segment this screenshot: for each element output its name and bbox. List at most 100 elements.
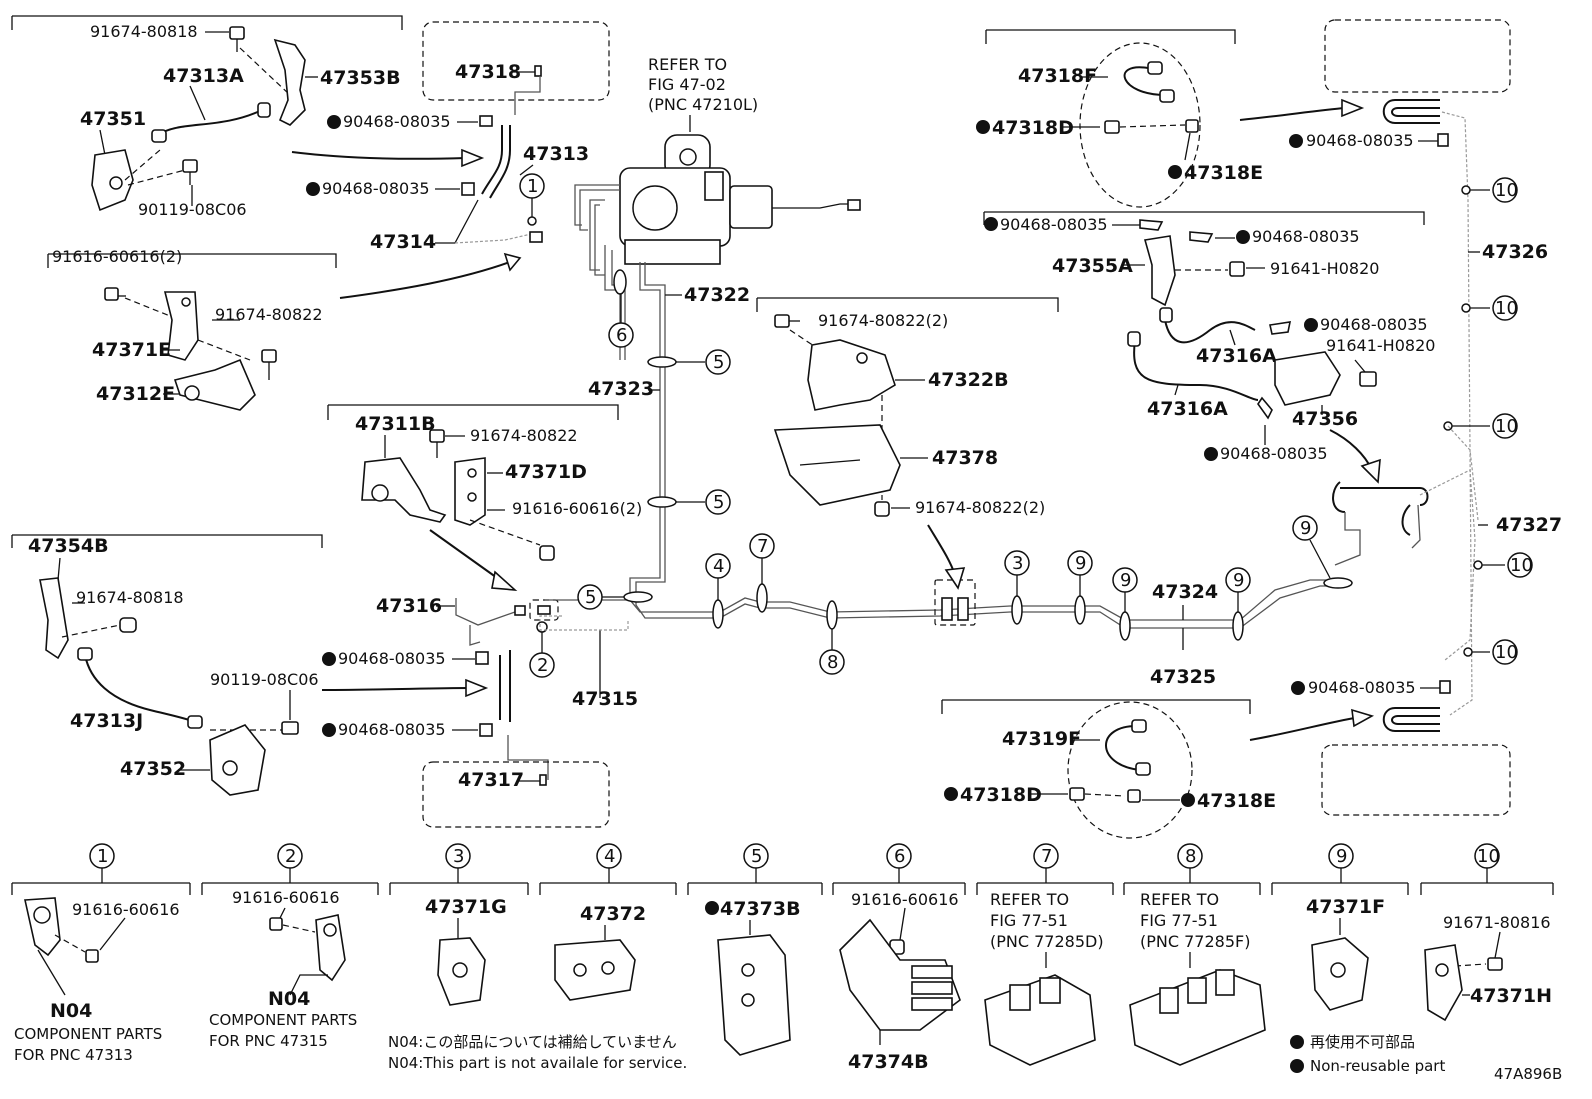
valve-47352-icon	[209, 724, 266, 796]
callout-circle-5-b-label: 5	[713, 492, 724, 513]
label-47316A-a: 47316A	[1196, 345, 1277, 367]
callout-circle-10-a	[1492, 177, 1518, 203]
bolt-icon	[261, 349, 277, 380]
label-90468-d: 90468-08035	[338, 720, 446, 739]
bolt-icon	[874, 501, 890, 517]
callout-circle-10-c-label: 10	[1495, 416, 1518, 437]
callout-circle-8-label: 8	[827, 652, 838, 673]
label-47312E: 47312E	[96, 383, 175, 405]
callout-circle-10-b	[1492, 295, 1518, 321]
clip-icon	[1269, 321, 1292, 335]
clip-icon	[461, 182, 475, 196]
k1-part: 91616-60616	[72, 900, 180, 919]
clamp-47373B-icon	[717, 934, 791, 1056]
note-nonreuse-jp: 再使用不可部品	[1310, 1033, 1415, 1051]
clip-icon	[1437, 133, 1449, 147]
callout-circle-4	[705, 553, 731, 579]
bolt-icon	[182, 159, 198, 185]
group-47319F: 90468-08035 47319F 47318D 47318E	[941, 678, 1511, 839]
label-47354B: 47354B	[28, 535, 109, 557]
callout-circle-1-label: 1	[527, 176, 538, 197]
k6-part2: 47374B	[848, 1051, 929, 1073]
clip-icon	[1257, 396, 1273, 420]
label-47317: 47317	[458, 769, 524, 791]
bracket-47353B-icon	[273, 38, 306, 126]
k6-part1: 91616-60616	[851, 890, 959, 909]
label-47315: 47315	[572, 688, 638, 710]
nonreusable-dot-icon	[1290, 1035, 1304, 1049]
callout-circle-10-a-label: 10	[1495, 180, 1518, 201]
label-90468-g: 90468-08035	[1252, 227, 1360, 246]
callout-circle-4-label: 4	[713, 556, 724, 577]
clip-47313-component-icon	[24, 897, 61, 957]
label-47323: 47323	[588, 378, 654, 400]
clamp-47372-icon	[554, 939, 636, 1001]
clip-icon	[1127, 789, 1141, 803]
bolt-icon	[269, 917, 283, 931]
refer-line-1: REFER TO	[648, 55, 727, 74]
callout-circle-9-d-label: 9	[1300, 518, 1311, 539]
label-91674-80822-a: 91674-80822	[215, 305, 323, 324]
callout-circle-5-a	[705, 349, 731, 375]
k2-desc1: COMPONENT PARTS	[209, 1011, 357, 1029]
bolt-icon	[1359, 371, 1377, 387]
label-47352: 47352	[120, 758, 186, 780]
label-47318E-b: 47318E	[1197, 790, 1276, 812]
k2-desc2: FOR PNC 47315	[209, 1032, 328, 1050]
k9-part: 47371F	[1306, 896, 1385, 918]
group-main-pipe: 5 4 7 8 3 9 9 47324 47325 9	[539, 515, 1353, 688]
hose-47316A-icon	[1127, 307, 1259, 401]
bracket-47371E-icon	[163, 291, 199, 361]
refer-line-3: (PNC 47210L)	[648, 95, 758, 114]
note-nonreuse-en: Non-reusable part	[1310, 1057, 1445, 1075]
label-47325: 47325	[1150, 666, 1216, 688]
label-47318: 47318	[455, 61, 521, 83]
bolt-icon	[104, 287, 126, 301]
label-90119-08C06-a: 90119-08C06	[138, 200, 247, 219]
footer-notes: N04:この部品については補給していません N04:This part is n…	[388, 1033, 1562, 1083]
label-90468-e: 90468-08035	[1306, 131, 1414, 150]
label-47318D-a: 47318D	[992, 117, 1074, 139]
k1-desc1: COMPONENT PARTS	[14, 1025, 162, 1043]
callout-circle-9-b	[1112, 567, 1138, 593]
abs-actuator-icon	[619, 134, 861, 265]
clip-icon	[1189, 231, 1214, 243]
legend-circle-5-label: 5	[751, 846, 762, 867]
label-47371E: 47371E	[92, 339, 171, 361]
label-90468-f: 90468-08035	[1000, 215, 1108, 234]
diagram-code: 47A896B	[1494, 1065, 1562, 1083]
label-90468-j: 90468-08035	[1308, 678, 1416, 697]
callout-circle-10-c	[1492, 413, 1518, 439]
callout-circle-9-d	[1292, 515, 1318, 541]
label-47353B: 47353B	[320, 67, 401, 89]
bolt-icon	[1487, 957, 1503, 971]
callout-circle-9-a-label: 9	[1075, 553, 1086, 574]
bracket-47354B-icon	[39, 577, 69, 660]
label-91674-80822-b: 91674-80822	[470, 426, 578, 445]
clamp-77285F-icon	[1129, 969, 1266, 1066]
arrow-icon	[1360, 458, 1381, 484]
label-91674-80822-2-b: 91674-80822(2)	[915, 498, 1045, 517]
bolt-icon	[539, 545, 555, 561]
label-47316A-b: 47316A	[1147, 398, 1228, 420]
clip-47315-component-icon	[315, 914, 346, 982]
group-47318F: 47318F 47318D 47318E 90468-08035 10 4732…	[976, 19, 1548, 716]
group-47316: 47316 2 90468-08035 90468-08035 47317 47…	[322, 595, 638, 828]
label-47327: 47327	[1496, 514, 1562, 536]
label-47371D: 47371D	[505, 461, 587, 483]
label-90119-08C06-b: 90119-08C06	[210, 670, 319, 689]
bolt-icon	[229, 26, 245, 52]
callout-circle-5-b	[705, 489, 731, 515]
callout-circle-3-label: 3	[1012, 553, 1023, 574]
bolt-icon	[1069, 787, 1085, 801]
k10-part1: 91671-80816	[1443, 913, 1551, 932]
clip-icon	[1185, 119, 1199, 133]
bracket-47371D-icon	[454, 457, 486, 526]
label-47316: 47316	[376, 595, 442, 617]
clip-icon	[529, 231, 543, 243]
clip-icon	[475, 651, 489, 665]
legend-circle-2-label: 2	[285, 846, 296, 867]
callout-circle-10-e-label: 10	[1495, 642, 1518, 663]
label-91641-b: 91641-H0820	[1326, 336, 1435, 355]
